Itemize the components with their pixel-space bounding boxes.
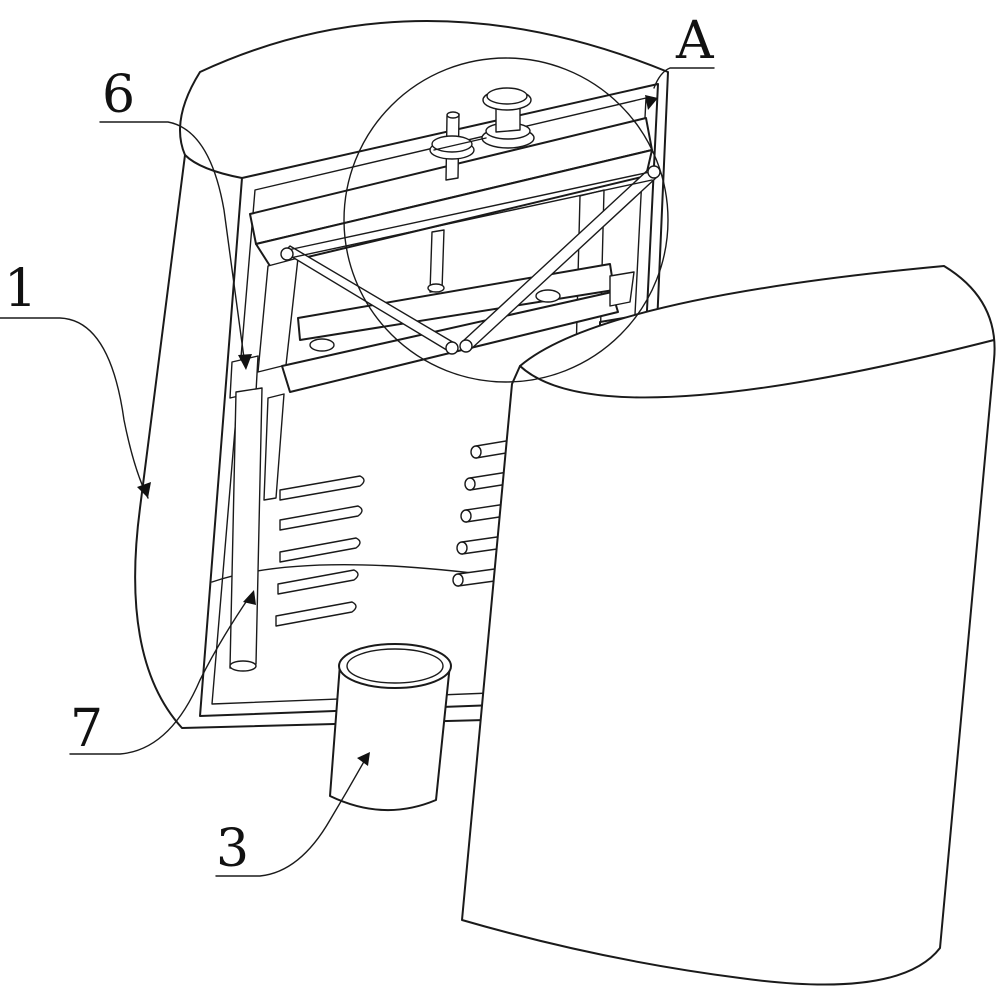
label-a: A [675, 11, 715, 71]
label-1: 1 [4, 259, 37, 319]
label-6: 6 [102, 65, 135, 125]
label-7: 7 [70, 699, 103, 759]
front-door [462, 266, 995, 985]
collection-cup [330, 644, 451, 810]
label-3: 3 [216, 819, 249, 879]
